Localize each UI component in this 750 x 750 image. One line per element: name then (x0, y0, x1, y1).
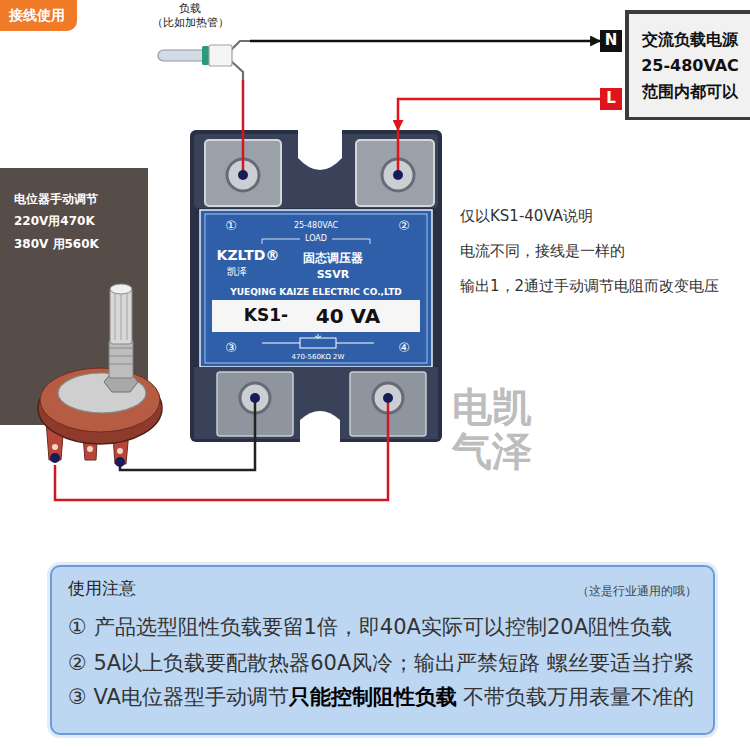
model-prefix: KS1- (244, 306, 288, 326)
note-line: ① 产品选型阻性负载要留1倍，即40A实际可以控制20A阻性负载 (68, 615, 672, 639)
product-name: 固态调压器 (303, 252, 363, 266)
terminal-letter: N (605, 32, 618, 49)
panel-heading: 电位器手动调节 (14, 193, 98, 207)
note-text: ③ VA电位器型手动调节 (68, 685, 289, 709)
model-rating: 40 VA (316, 305, 380, 328)
terminal-l: L (600, 88, 622, 110)
resistor-rating: 470-560KΩ 2W (292, 353, 345, 361)
ssvr-module: ① ② 25-480VAC LOAD KZLTD® 凯泽 固态调压器 SSVR YUEQING … (190, 130, 442, 442)
product-code: SSVR (317, 269, 349, 282)
notes-panel: 使用注意 （这是行业通用的哦） ① 产品选型阻性负载要留1倍，即40A实际可以控制2… (50, 565, 715, 735)
note-text: 电流不同，接线是一样的 (460, 243, 625, 260)
power-source-box: 交流负载电源 25-480VAC 范围内都可以 (625, 10, 750, 120)
title-badge: 接线使用 (0, 0, 77, 31)
wire (398, 99, 600, 130)
note-text: 不带负载万用表量不准的 (463, 685, 694, 709)
ssvr-housing (190, 130, 442, 442)
note-line: ② 5A以上负载要配散热器60A风冷；输出严禁短路 螺丝要适当拧紧 (68, 651, 694, 675)
note-text: 输出1，2通过手动调节电阻而改变电压 (460, 278, 719, 295)
highlight-text: 只能控制阻性负载 (289, 685, 457, 709)
wire (120, 442, 255, 470)
notes-heading: 使用注意 (68, 579, 136, 599)
brand-name: KZLTD® (217, 247, 280, 263)
load-label: 负载 (179, 3, 201, 16)
source-note: 范围内都可以 (642, 83, 738, 101)
wire (250, 40, 600, 43)
panel-note: 220V用470K (14, 215, 95, 229)
terminal-number: ① (225, 219, 237, 234)
note-line: ③ VA电位器型手动调节只能控制阻性负载不带负载万用表量不准的 (68, 685, 694, 709)
maker-name: YUEQING KAIZE ELECTRIC CO.,LTD (230, 287, 402, 297)
terminal-number: ④ (398, 341, 410, 356)
notes-remark: （这是行业通用的哦） (577, 585, 697, 599)
rating-text: 25-480VAC (294, 221, 338, 230)
note-text: 仅以KS1-40VA说明 (460, 208, 593, 225)
load-marking: LOAD (305, 234, 327, 243)
terminal-number: ③ (225, 341, 237, 356)
wire (55, 442, 388, 500)
heater-symbol (158, 41, 251, 81)
potentiometer-panel: 电位器手动调节 220V用470K 380V 用560K (0, 168, 170, 465)
source-name: 交流负载电源 (642, 31, 738, 49)
wire (242, 80, 245, 130)
watermark: 电凯气泽 (452, 385, 532, 473)
title-text: 接线使用 (9, 7, 65, 23)
terminal-letter: L (606, 90, 616, 107)
terminal-number: ② (398, 219, 410, 234)
load-note: （比如加热管） (152, 17, 229, 30)
voltage-range: 25-480VAC (641, 57, 739, 75)
brand-name-cn: 凯泽 (227, 266, 247, 278)
terminal-wires (238, 130, 403, 442)
panel-note: 380V 用560K (14, 238, 99, 252)
terminal-n: N (600, 30, 622, 52)
panel-ground (0, 168, 148, 425)
potentiometer-symbol (38, 284, 162, 467)
load-heater: 负载（比如加热管） (150, 0, 250, 80)
